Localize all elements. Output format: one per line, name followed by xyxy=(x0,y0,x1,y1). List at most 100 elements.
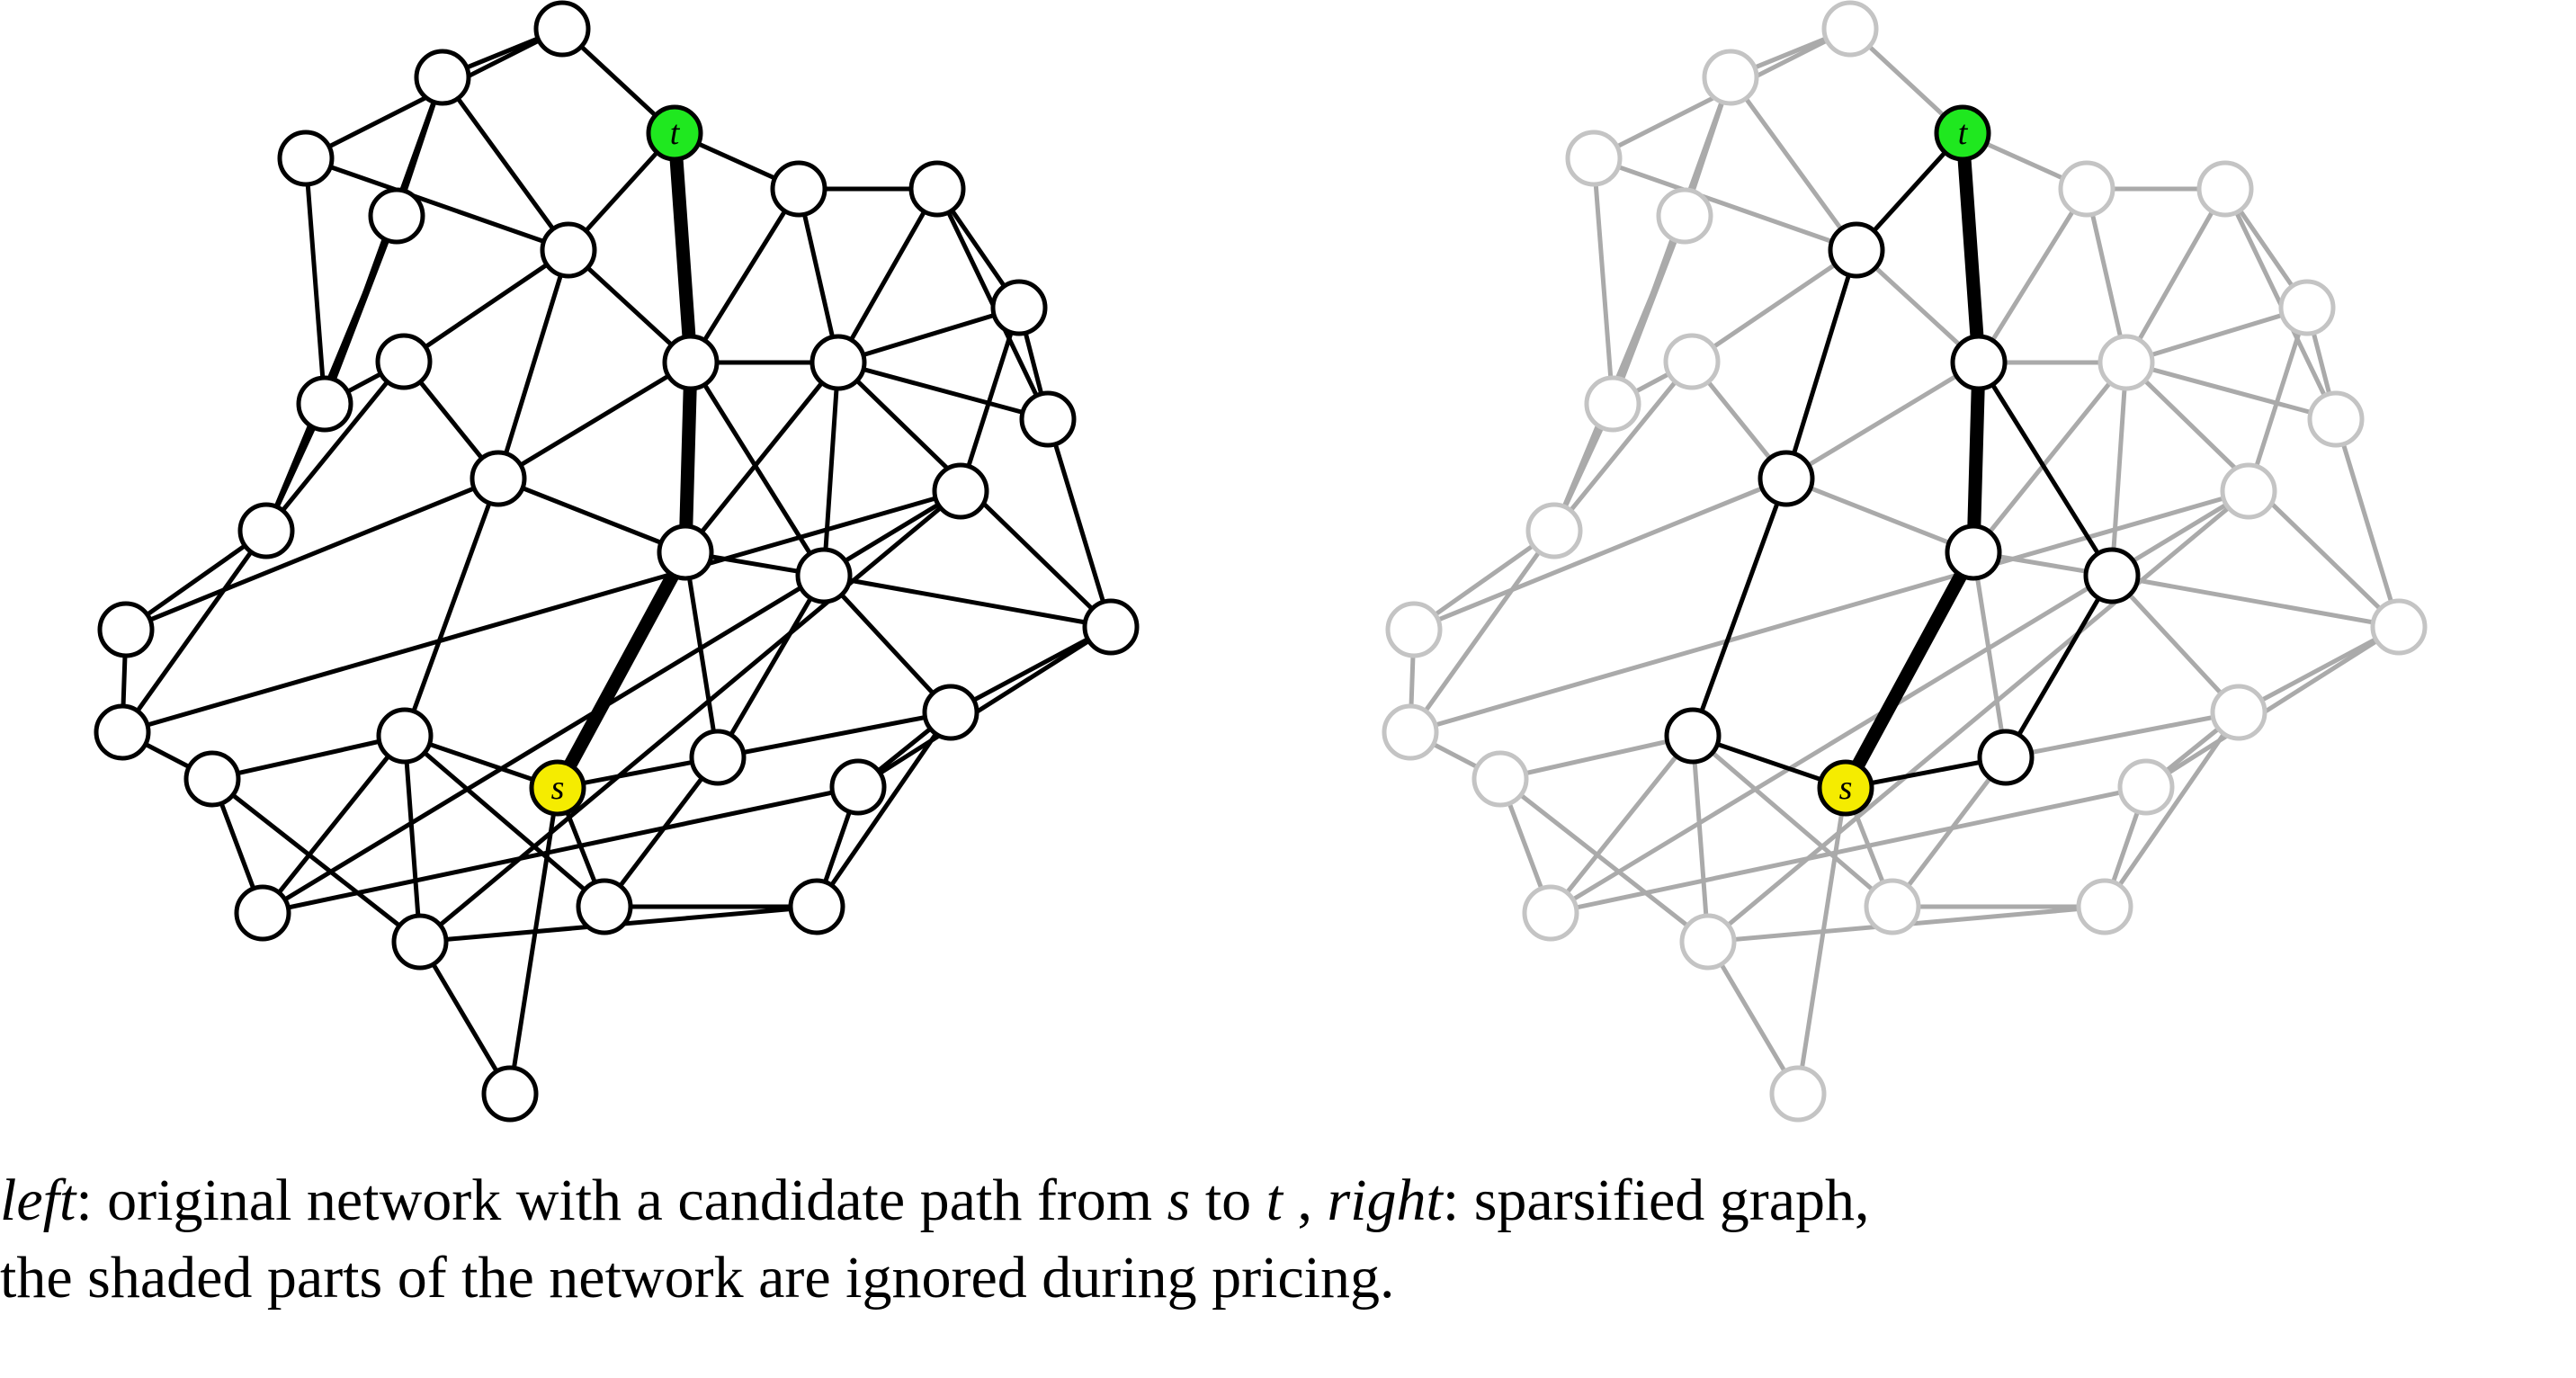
edge-n19-n20 xyxy=(120,488,963,735)
edge-n21-n28 xyxy=(855,624,1114,790)
node-n24 xyxy=(1664,707,1722,765)
caption-source-symbol: s xyxy=(1167,1168,1191,1233)
edge-n10-n11 xyxy=(1552,359,1695,533)
node-n24 xyxy=(376,707,434,765)
edge-n11-n18 xyxy=(1411,528,1557,632)
edge-n20-n27 xyxy=(417,488,963,944)
edge-n3-n6 xyxy=(303,156,571,253)
caption-text-1: : original network with a candidate path… xyxy=(76,1168,1167,1233)
node-n6 xyxy=(540,221,597,279)
path-edge-n16-s xyxy=(1838,545,1981,795)
edge-n15-n21 xyxy=(1045,416,1114,630)
caption-target-symbol: t xyxy=(1266,1168,1283,1233)
node-n28 xyxy=(2117,758,2175,816)
caption-text-4: : sparsified graph, xyxy=(1442,1168,1870,1233)
edge-n12-n18 xyxy=(123,476,501,632)
node-n9 xyxy=(662,334,720,391)
left-panel-original-network: st xyxy=(94,0,1140,1123)
edge-n25-n27 xyxy=(1498,776,1711,944)
edge-n12-n16 xyxy=(1784,476,1976,555)
caption-right-label: right xyxy=(1327,1168,1443,1233)
node-n4 xyxy=(1656,187,1713,245)
edge-n24-n25 xyxy=(210,733,407,782)
node-n31 xyxy=(1769,1065,1827,1123)
node-n31 xyxy=(481,1065,539,1123)
edge-n23-n30 xyxy=(814,710,953,909)
edge-n22-n23 xyxy=(2003,710,2241,760)
node-n19 xyxy=(1382,703,1439,761)
edge-n13-n14 xyxy=(2124,305,2310,365)
caption-line-2: the shaded parts of the network are igno… xyxy=(0,1245,1395,1311)
node-n23 xyxy=(2210,684,2267,741)
edge-n23-n30 xyxy=(2102,710,2241,909)
node-n5 xyxy=(1584,375,1641,433)
node-n3 xyxy=(277,130,335,187)
edge-n13-n16 xyxy=(683,360,841,555)
node-n15 xyxy=(1019,390,1077,448)
node-n11 xyxy=(1525,502,1583,559)
node-n7 xyxy=(770,160,827,218)
edge-n3-n5 xyxy=(303,156,327,407)
edge-n2-n6 xyxy=(1728,75,1859,253)
path-edge-n9-n16 xyxy=(1966,355,1986,559)
edge-n10-n11 xyxy=(264,359,407,533)
edge-n24-n27 xyxy=(1690,733,1711,944)
network-figure: st st xyxy=(94,0,2428,1123)
nodes: st xyxy=(94,0,1140,1123)
edge-n7-n9 xyxy=(688,186,801,365)
node-n1 xyxy=(1821,0,1879,58)
node-n21 xyxy=(1082,598,1140,656)
node-n4 xyxy=(368,187,425,245)
node-n20 xyxy=(2220,462,2277,520)
edge-n6-n10 xyxy=(401,247,571,364)
node-n10 xyxy=(375,333,433,390)
node-n18 xyxy=(97,601,155,658)
edge-n14-n20 xyxy=(958,305,1022,494)
edge-n20-n27 xyxy=(1705,488,2251,944)
edge-n26-n28 xyxy=(1548,784,2149,916)
node-n30 xyxy=(788,878,845,935)
node-n27 xyxy=(391,913,449,971)
edge-n12-n16 xyxy=(496,476,688,555)
edge-n24-n27 xyxy=(402,733,423,944)
edge-n12-n24 xyxy=(1690,476,1789,738)
node-label-s: s xyxy=(551,769,565,807)
figure-caption: left: original network with a candidate … xyxy=(0,1162,2576,1317)
edge-n13-n17 xyxy=(2109,360,2129,578)
edge-n17-n23 xyxy=(821,573,953,715)
edge-n6-n12 xyxy=(1784,247,1859,481)
node-n14 xyxy=(990,279,1048,336)
edge-n24-n26 xyxy=(260,733,407,916)
edge-n7-n13 xyxy=(796,186,841,365)
edge-n13-n15 xyxy=(2124,360,2339,422)
node-n2 xyxy=(1702,49,1759,106)
candidate-path xyxy=(550,126,698,795)
node-n26 xyxy=(234,884,291,942)
node-n18 xyxy=(1385,601,1443,658)
edge-n8-n13 xyxy=(836,186,940,365)
caption-left-label: left xyxy=(0,1168,76,1233)
node-n16 xyxy=(657,523,714,581)
node-n16 xyxy=(1945,523,2002,581)
node-n25 xyxy=(1471,750,1529,808)
node-n22 xyxy=(1977,729,2035,786)
node-n5 xyxy=(296,375,353,433)
edge-n24-n26 xyxy=(1548,733,1695,916)
node-n6 xyxy=(1828,221,1885,279)
caption-line-1: left: original network with a candidate … xyxy=(0,1162,2576,1239)
edge-n9-n12 xyxy=(496,360,693,481)
path-edge-n16-s xyxy=(550,545,693,795)
edge-n22-n23 xyxy=(715,710,953,760)
node-n9 xyxy=(1950,334,2008,391)
edge-n16-n22 xyxy=(1971,550,2008,760)
edge-n22-n29 xyxy=(1890,755,2008,909)
edge-n13-n14 xyxy=(836,305,1022,365)
node-n2 xyxy=(414,49,471,106)
node-n15 xyxy=(2307,390,2365,448)
edge-n12-n24 xyxy=(402,476,501,738)
edge-n26-n28 xyxy=(260,784,861,916)
candidate-path xyxy=(1838,126,1986,795)
edge-n27-n31 xyxy=(1705,939,1801,1096)
edge-n21-n28 xyxy=(2143,624,2402,790)
node-n26 xyxy=(1522,884,1579,942)
